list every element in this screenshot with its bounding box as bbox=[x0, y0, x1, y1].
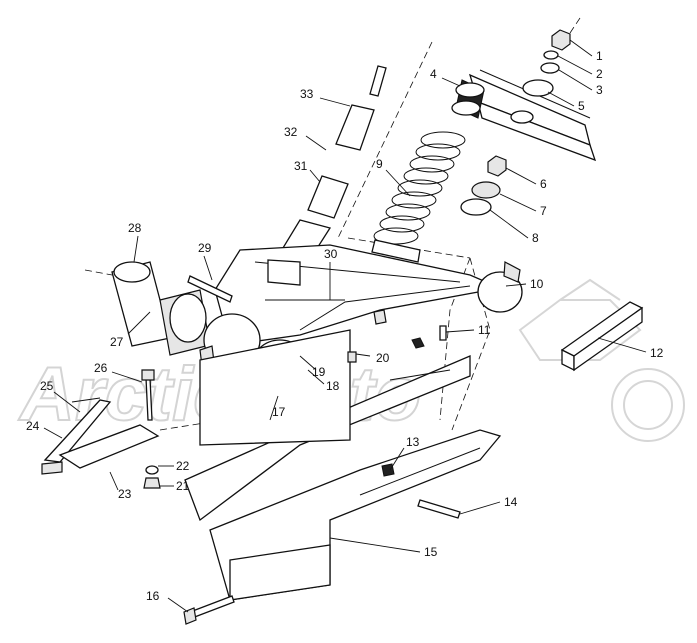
bolt-head-icon bbox=[183, 607, 197, 625]
square-tube bbox=[560, 301, 644, 372]
bolt-icon bbox=[187, 275, 233, 303]
bushing-icon bbox=[522, 79, 554, 97]
shock-absorber bbox=[271, 65, 387, 276]
washer-icon bbox=[460, 198, 492, 216]
watermark-motorcycle-icon bbox=[518, 278, 685, 442]
callout-28: 28 bbox=[128, 221, 142, 235]
chaincase-housing bbox=[184, 329, 471, 522]
nut-icon bbox=[347, 351, 357, 363]
chaincase-lower bbox=[209, 429, 502, 601]
callout-23: 23 bbox=[118, 487, 132, 501]
callout-25: 25 bbox=[40, 379, 54, 393]
callout-24: 24 bbox=[26, 419, 40, 433]
nut-icon bbox=[411, 337, 425, 349]
callout-17: 17 bbox=[272, 405, 286, 419]
callout-16: 16 bbox=[146, 589, 160, 603]
callout-27: 27 bbox=[110, 335, 124, 349]
callout-2: 2 bbox=[596, 67, 603, 81]
fasteners bbox=[141, 275, 461, 625]
bolt-icon bbox=[439, 325, 447, 341]
nut-icon bbox=[487, 155, 507, 177]
washer-icon bbox=[145, 465, 159, 475]
callout-10: 10 bbox=[530, 277, 544, 291]
callout-18: 18 bbox=[326, 379, 340, 393]
callout-12: 12 bbox=[650, 346, 664, 360]
nut-icon bbox=[143, 477, 161, 489]
torque-bracket bbox=[41, 397, 160, 475]
callout-13: 13 bbox=[406, 435, 420, 449]
nut-icon bbox=[551, 29, 571, 51]
lower-mount-hardware bbox=[460, 155, 507, 216]
callout-11: 11 bbox=[478, 323, 491, 337]
bolt-icon bbox=[189, 595, 235, 619]
pivot-tube bbox=[111, 261, 211, 356]
callout-33: 33 bbox=[300, 87, 314, 101]
nut-icon bbox=[381, 463, 395, 477]
washer-icon bbox=[510, 110, 534, 124]
callout-1: 1 bbox=[596, 49, 603, 63]
callouts: 1 2 3 5 4 6 7 8 9 10 11 12 13 14 15 16 1… bbox=[26, 49, 664, 603]
callout-26: 26 bbox=[94, 361, 108, 375]
callout-15: 15 bbox=[424, 545, 438, 559]
bolt-head-icon bbox=[141, 369, 155, 381]
rear-shock-spring bbox=[371, 79, 485, 263]
callout-20: 20 bbox=[376, 351, 390, 365]
callout-3: 3 bbox=[596, 83, 603, 97]
callout-31: 31 bbox=[294, 159, 308, 173]
callout-19: 19 bbox=[312, 365, 326, 379]
bolt-icon bbox=[417, 499, 461, 519]
leader-lines bbox=[43, 39, 647, 613]
callout-9: 9 bbox=[376, 157, 383, 171]
callout-14: 14 bbox=[504, 495, 518, 509]
callout-30: 30 bbox=[324, 247, 338, 261]
clip-icon bbox=[373, 309, 387, 325]
callout-7: 7 bbox=[540, 204, 547, 218]
callout-8: 8 bbox=[532, 231, 539, 245]
washer-icon bbox=[543, 50, 559, 60]
callout-29: 29 bbox=[198, 241, 212, 255]
callout-4-5: 5 bbox=[578, 99, 585, 113]
callout-21: 21 bbox=[176, 479, 190, 493]
callout-32: 32 bbox=[284, 125, 298, 139]
callout-4: 4 bbox=[430, 67, 437, 81]
swingarm-frame bbox=[214, 244, 503, 346]
top-mount-hardware bbox=[510, 29, 571, 124]
bushing-icon bbox=[471, 181, 501, 199]
callout-6: 6 bbox=[540, 177, 547, 191]
washer-icon bbox=[540, 62, 560, 74]
callout-22: 22 bbox=[176, 459, 190, 473]
